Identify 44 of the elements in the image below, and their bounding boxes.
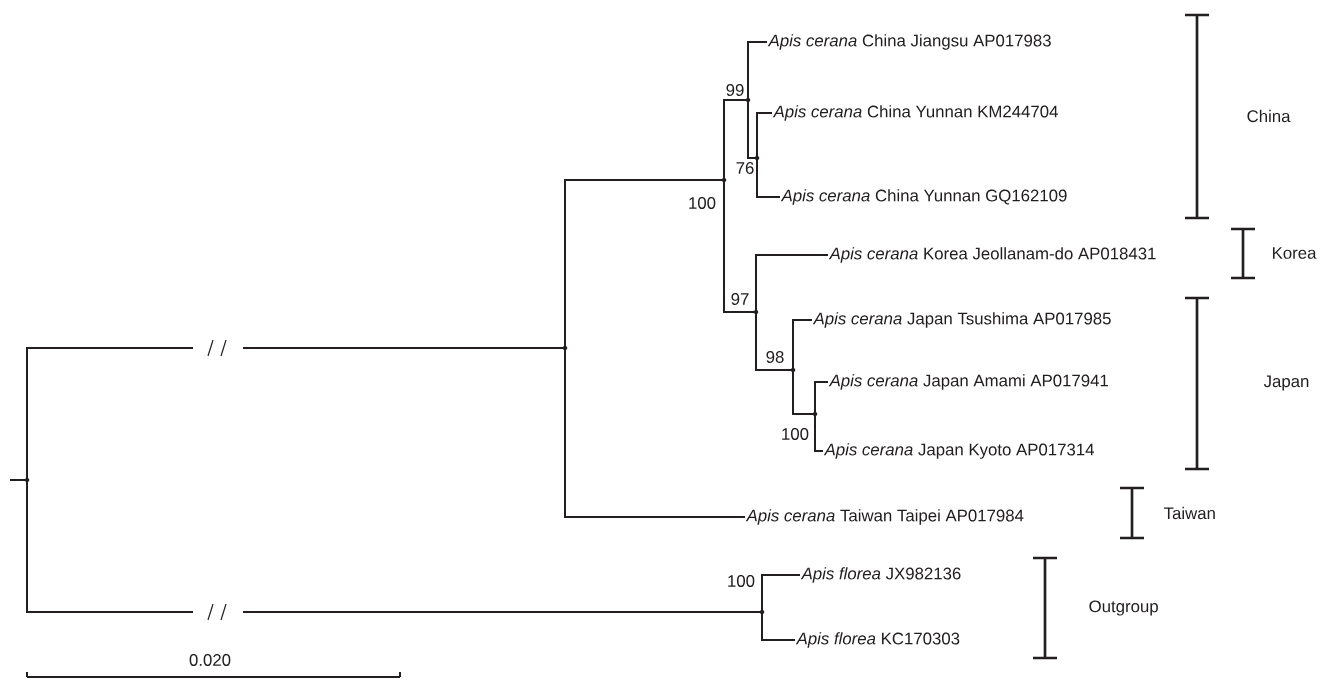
taxon-label: Apis florea JX982136	[800, 567, 961, 583]
branch	[761, 611, 796, 641]
branch	[755, 254, 829, 313]
branch	[747, 41, 768, 101]
branch	[761, 574, 801, 613]
taxon-label: Apis florea KC170303	[795, 632, 960, 648]
bootstrap-value: 97	[731, 293, 749, 305]
taxon-label: Apis cerana Korea Jeollanam-do AP018431	[828, 247, 1156, 263]
taxon-label: Apis cerana China Yunnan GQ162109	[780, 189, 1067, 205]
branch	[814, 381, 829, 415]
clade-label: China	[1247, 109, 1291, 123]
taxon-label: Apis cerana Japan Amami AP017941	[828, 374, 1108, 390]
branch-node	[24, 477, 30, 483]
scale-label: 0.020	[189, 654, 231, 666]
branch	[723, 99, 749, 181]
taxon-label: Apis cerana China Jiangsu AP017983	[767, 34, 1051, 50]
taxon-label: Apis cerana China Yunnan KM244704	[772, 105, 1058, 121]
branch	[814, 413, 824, 452]
branch	[26, 479, 763, 613]
bootstrap-value: 76	[736, 162, 754, 174]
taxon-label: Apis cerana Japan Tsushima AP017985	[812, 312, 1111, 328]
branch	[755, 311, 794, 371]
bootstrap-value: 98	[766, 351, 784, 363]
branch	[564, 347, 746, 518]
bootstrap-value: 100	[782, 428, 809, 440]
branch-node	[562, 345, 568, 351]
branch	[792, 369, 816, 415]
branch	[756, 157, 781, 198]
clade-label: Taiwan	[1164, 506, 1215, 520]
branch	[9, 479, 28, 481]
clade-label: Japan	[1263, 375, 1309, 391]
clade-label: Outgroup	[1089, 600, 1158, 616]
branch	[747, 99, 758, 159]
taxon-label: Apis cerana Japan Kyoto AP017314	[823, 443, 1094, 459]
bootstrap-value: 100	[689, 197, 716, 209]
taxon-label: Apis cerana Taiwan Taipei AP017984	[745, 509, 1024, 525]
bootstrap-value: 99	[726, 84, 744, 96]
branch	[723, 179, 757, 313]
clade-label: Korea	[1273, 247, 1317, 259]
bootstrap-value: 100	[728, 575, 755, 587]
branch	[756, 112, 773, 159]
branch	[792, 319, 813, 371]
branch	[564, 179, 725, 349]
branch	[26, 347, 566, 481]
